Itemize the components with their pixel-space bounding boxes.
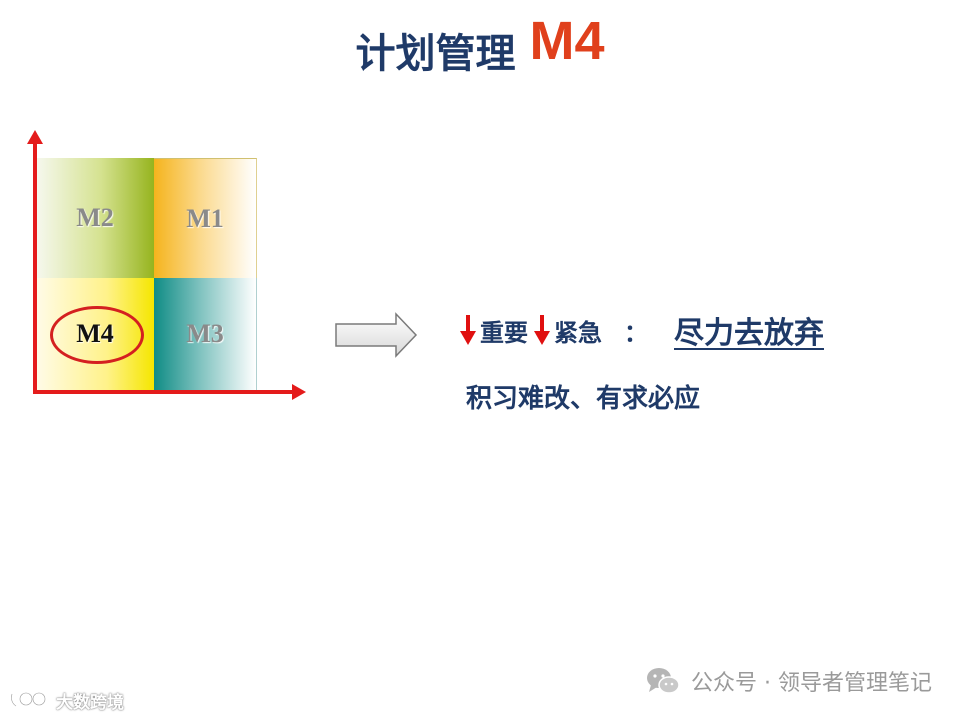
x-axis-arrowhead <box>292 384 306 400</box>
slide-title: 计划管理 M4 <box>0 11 960 88</box>
x-axis-line <box>33 390 295 394</box>
advice-text: 尽力去放弃 <box>674 316 824 351</box>
down-arrow-icon <box>534 315 550 345</box>
urgency-label: 紧急 <box>554 318 602 347</box>
priority-matrix: M2 M1 M4 M3 <box>22 130 312 410</box>
quadrant-m1: M1 <box>154 158 257 279</box>
right-arrow-icon <box>335 312 418 358</box>
separator: ： <box>624 318 648 347</box>
quadrant-m2: M2 <box>36 158 154 278</box>
watermark-brand: 大数跨境 <box>8 686 124 714</box>
watermark-account-text: 公众号 · 领导者管理笔记 <box>691 671 932 696</box>
watermark-brand-text: 大数跨境 <box>56 692 124 713</box>
y-axis-arrowhead <box>27 130 43 144</box>
title-code: M4 <box>529 11 605 71</box>
y-axis-line <box>33 142 37 394</box>
wechat-icon <box>647 668 680 694</box>
highlight-ring <box>50 306 144 364</box>
title-text: 计划管理 <box>355 31 516 77</box>
quadrant-m3: M3 <box>154 278 257 390</box>
subline-text: 积习难改、有求必应 <box>466 384 701 414</box>
importance-label: 重要 <box>480 318 528 347</box>
watermark-account: 公众号 · 领导者管理笔记 <box>645 664 932 698</box>
conclusion-statement: 重要 紧急 ： 尽力去放弃 <box>460 308 824 352</box>
down-arrow-icon <box>460 315 476 345</box>
brand-logo-icon <box>10 691 47 708</box>
